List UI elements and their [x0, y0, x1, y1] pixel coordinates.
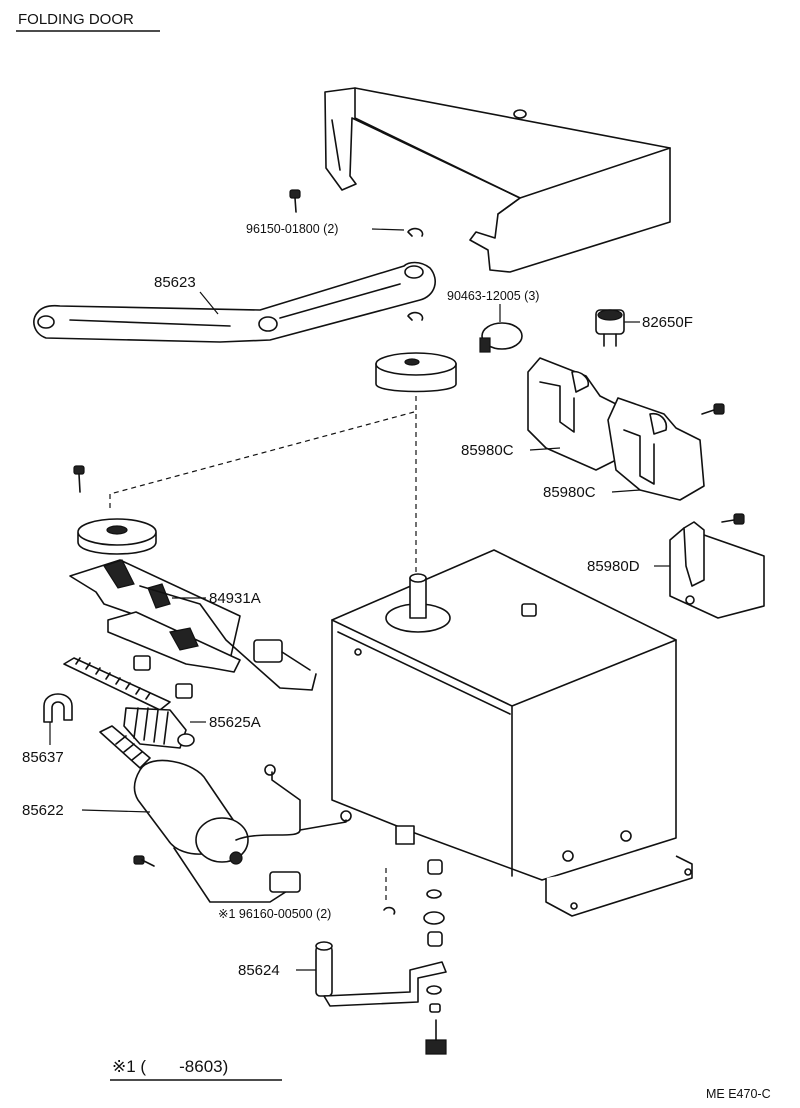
- label-85980D: 85980D: [587, 558, 640, 575]
- footnote-text: ※1 ( -8603): [112, 1057, 228, 1076]
- rubber-cushion-part: [375, 352, 457, 393]
- relay-85980C-lower-part: [607, 397, 705, 501]
- diagram-code: ME E470-C: [706, 1087, 771, 1101]
- label-82650F: 82650F: [642, 314, 693, 331]
- clip-96150-part: [407, 227, 424, 321]
- label-85623: 85623: [154, 274, 196, 291]
- clip-96160-part: [383, 906, 396, 915]
- link-arm-85623-part: [33, 261, 436, 343]
- label-85980C-upper: 85980C: [461, 442, 514, 459]
- top-cover-part: [324, 87, 671, 273]
- title-text: FOLDING DOOR: [18, 11, 134, 28]
- footnote: ※1 ( -8603): [110, 1057, 282, 1081]
- bracket-85637-part: [43, 693, 73, 723]
- relay-screw-part: [701, 403, 745, 525]
- label-84931A: 84931A: [209, 590, 261, 607]
- label-85980C-lower: 85980C: [543, 484, 596, 501]
- spring-piston-85625A-part: [123, 707, 195, 749]
- label-96160-00500: ※1 96160-00500 (2): [218, 907, 331, 921]
- relay-82650F-part: [595, 309, 625, 347]
- gear-rack-part: [63, 655, 193, 711]
- washer-stack-part: [423, 859, 447, 1055]
- switch-assembly-84931A-part: [69, 559, 317, 691]
- hose-clamp-90463-part: [479, 322, 523, 353]
- main-box-part: [331, 549, 693, 917]
- assembly-dashed-lines: [109, 396, 417, 900]
- cam-plate-part: [77, 518, 157, 555]
- diagram-title: FOLDING DOOR: [16, 11, 160, 32]
- relay-85980D-part: [669, 521, 765, 619]
- label-85622: 85622: [22, 802, 64, 819]
- motor-85622-part: [99, 725, 352, 903]
- label-90463-12005: 90463-12005 (3): [447, 289, 539, 303]
- label-85637: 85637: [22, 749, 64, 766]
- label-85624: 85624: [238, 962, 280, 979]
- screw-part: [289, 189, 301, 213]
- small-screw-part: [73, 465, 85, 493]
- lever-85624-part: [315, 941, 447, 1007]
- relay-85980C-upper-part: [527, 357, 617, 471]
- label-85625A: 85625A: [209, 714, 261, 731]
- label-96150-01800: 96150-01800 (2): [246, 222, 338, 236]
